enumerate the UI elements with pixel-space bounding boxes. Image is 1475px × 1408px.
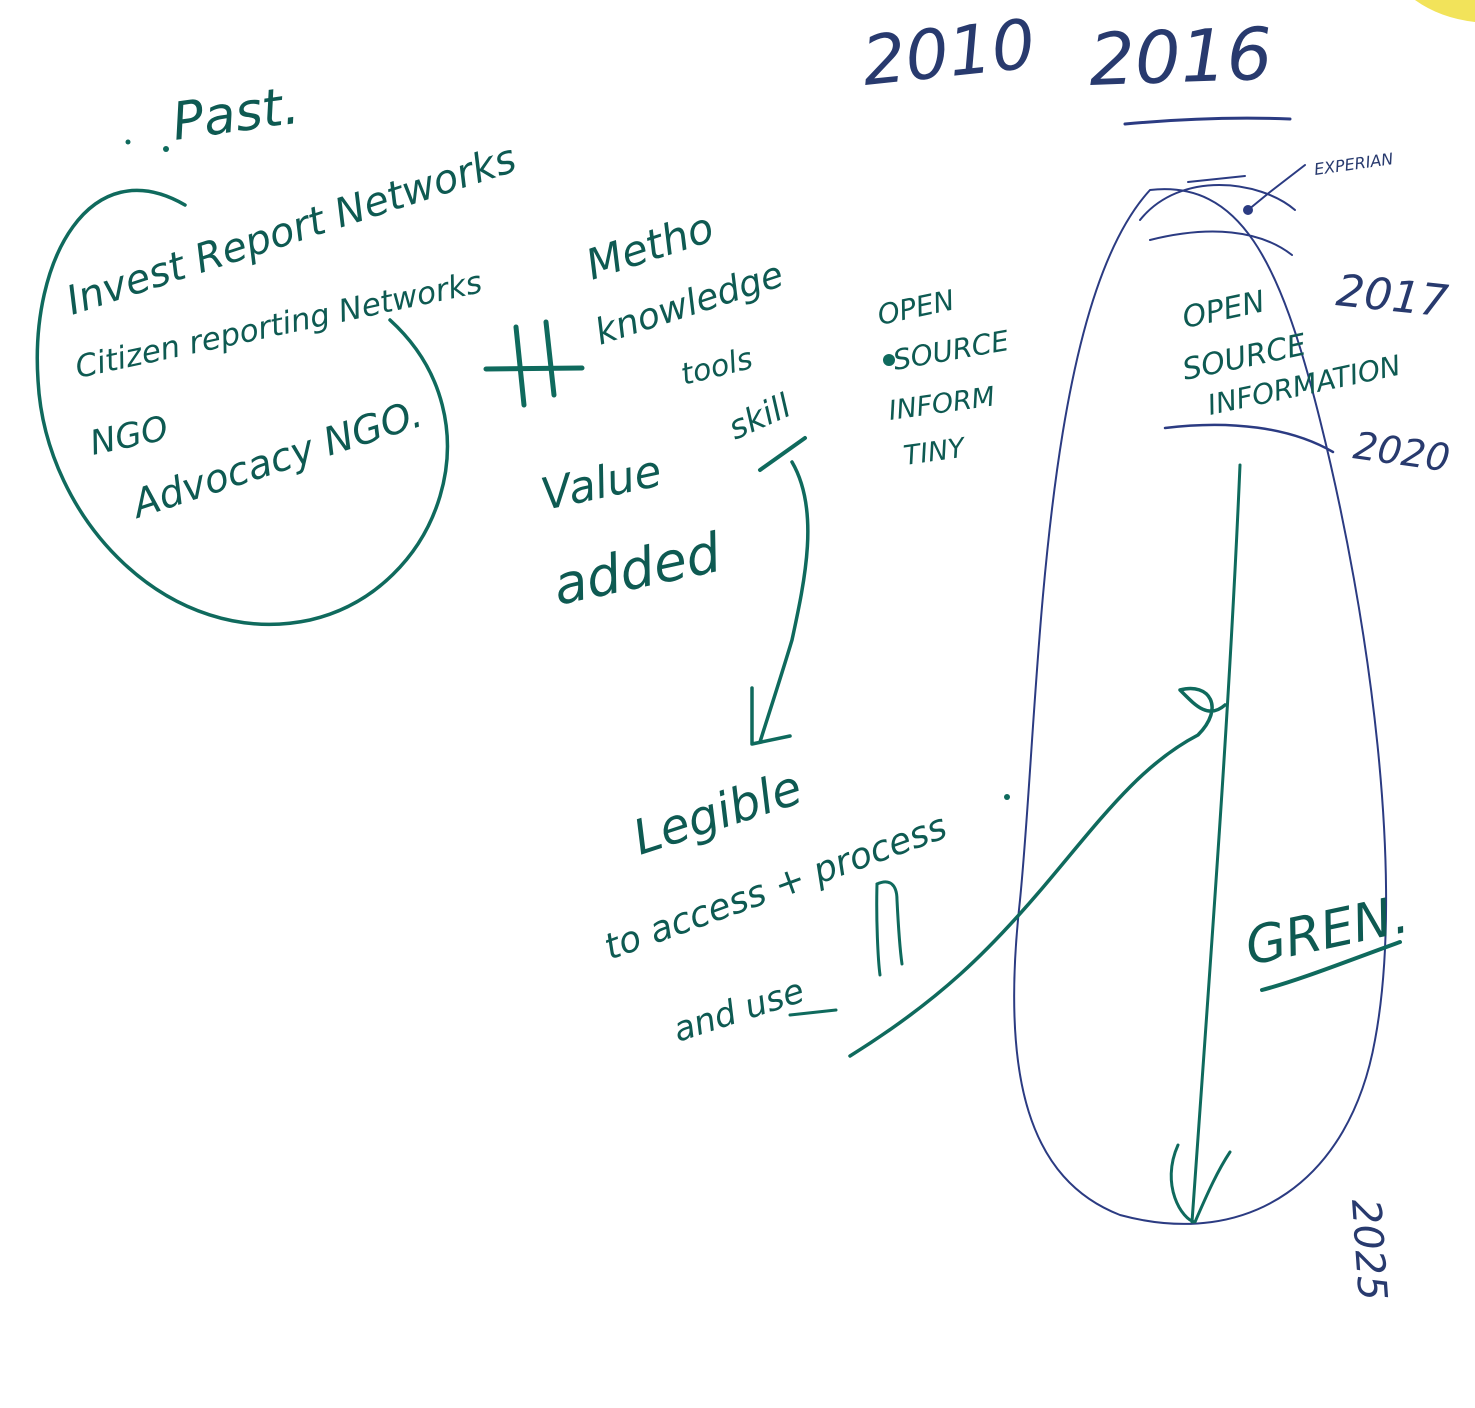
open-source-left-line-1: OPEN — [875, 283, 958, 331]
large-oval — [1013, 188, 1388, 1225]
year-2017: 2017 — [1334, 265, 1451, 327]
and-use-underline — [788, 1008, 838, 1017]
gren-label: GREN. — [1240, 885, 1414, 978]
tools-line-1: Metho — [580, 202, 720, 289]
curved-flow-arrow — [848, 686, 1227, 1058]
past-label: Past. — [168, 76, 302, 153]
past-line-4: Advocacy NGO. — [124, 392, 428, 529]
vertical-arrowhead-icon — [1169, 1143, 1232, 1224]
skill-underline — [758, 436, 807, 472]
tools-line-4: skill — [722, 386, 796, 448]
dot-3 — [1004, 794, 1010, 800]
corner-sticky-note — [1415, 0, 1475, 22]
tools-line-3: tools — [677, 341, 756, 392]
bullet-icon — [883, 354, 895, 366]
past-line-3: NGO — [87, 408, 172, 463]
bracket-hook — [875, 880, 904, 966]
downward-arrow — [758, 460, 810, 744]
gren-underline — [1260, 940, 1402, 992]
tools-line-6: added — [548, 521, 727, 618]
year-2016: 2016 — [1088, 12, 1274, 102]
year-2025: 2025 — [1342, 1197, 1395, 1302]
bottom-line-1: Legible — [626, 760, 808, 867]
open-source-left-line-4: TINY — [902, 432, 969, 472]
dot-1 — [163, 146, 169, 152]
open-source-left-line-3: INFORM — [887, 381, 997, 427]
bracket-stroke — [875, 882, 882, 977]
experian-label: EXPERIAN — [1313, 149, 1394, 179]
vertical-arrow — [1190, 463, 1242, 1224]
hash-symbol-icon — [483, 319, 585, 408]
experian-dot-icon — [1243, 205, 1253, 215]
year-2010: 2010 — [859, 5, 1039, 102]
open-source-left-line-2: SOURCE — [890, 324, 1011, 377]
past-circle — [35, 188, 450, 627]
dot-2 — [125, 139, 131, 145]
experian-pointer — [1247, 164, 1306, 211]
open-source-right-line-1: OPEN — [1179, 284, 1268, 336]
top-curve-2 — [1149, 230, 1293, 256]
top-short-stroke — [1187, 175, 1246, 183]
bottom-line-3: and use — [668, 971, 809, 1051]
tools-line-5: Value — [537, 446, 666, 521]
arrowhead-icon — [750, 686, 792, 746]
year-2020: 2020 — [1351, 423, 1453, 480]
open-source-underline — [1163, 423, 1335, 454]
year-2016-underline — [1123, 116, 1292, 126]
top-curve-1 — [1139, 184, 1296, 221]
